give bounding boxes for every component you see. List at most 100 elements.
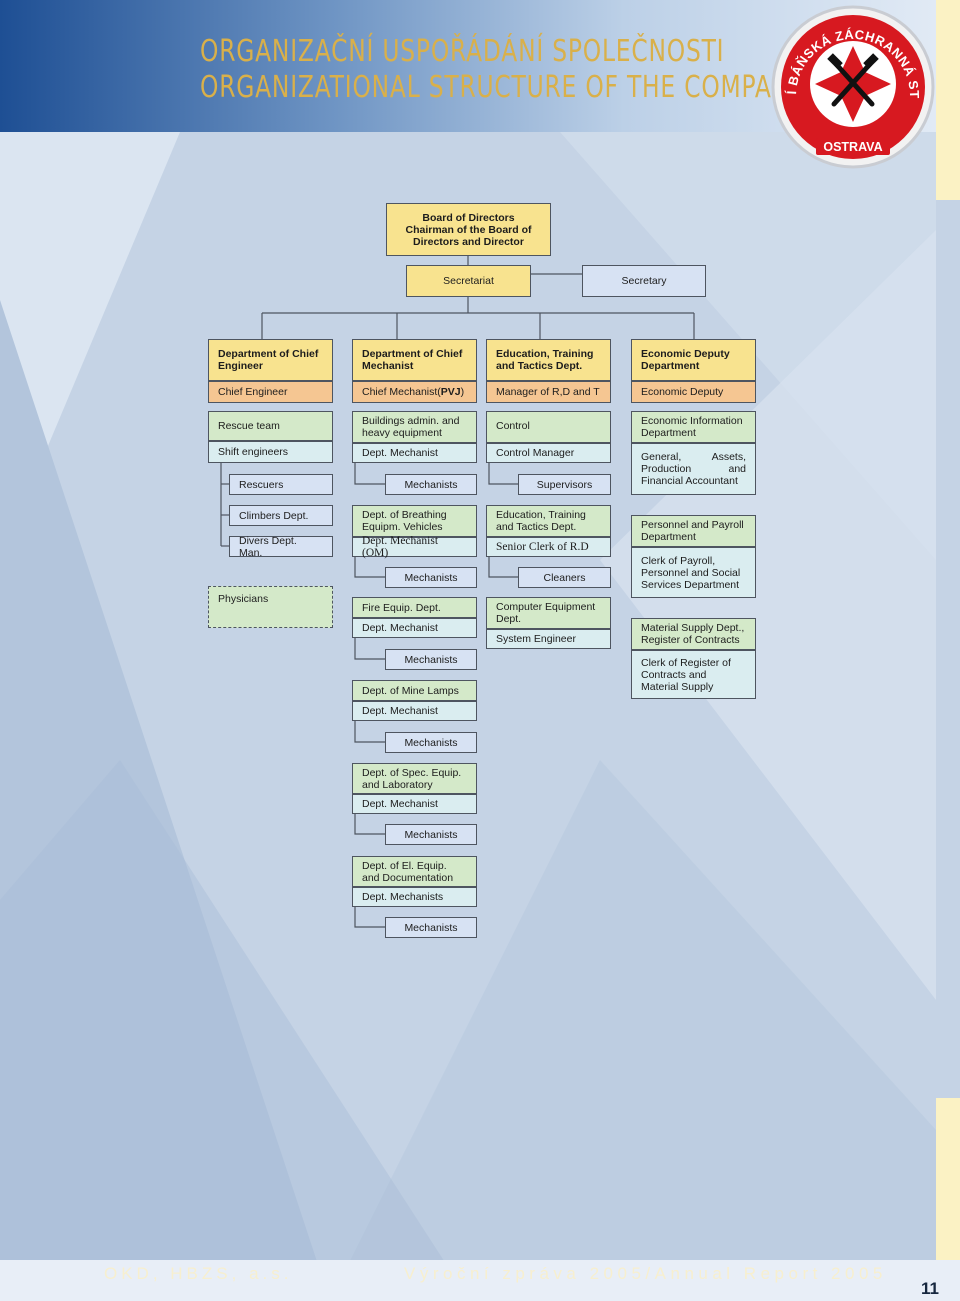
material-supply-label: Material Supply Dept., Register of Contr… (641, 622, 745, 646)
payroll-clerk-label: Clerk of Payroll, Personnel and Social S… (641, 554, 741, 591)
education-training-box: Education, Training and Tactics Dept. (486, 505, 611, 537)
payroll-clerk-box: Clerk of Payroll, Personnel and Social S… (631, 547, 756, 598)
mine-lamps-mechanists-box: Mechanists (385, 732, 477, 753)
breathing-equipment-box: Dept. of Breathing Equipm. Vehicles (352, 505, 477, 537)
control-manager-box: Control Manager (486, 443, 611, 463)
chief-mechanist-label: Chief Mechanist(PVJ) (362, 386, 464, 398)
manager-rdt-box: Manager of R,D and T (486, 381, 611, 403)
rescue-team-label: Rescue team (218, 420, 280, 432)
computer-equipment-label: Computer Equipment Dept. (496, 601, 596, 625)
secretariat-box: Secretariat (406, 265, 531, 297)
rescuers-box: Rescuers (229, 474, 333, 495)
education-department-label: Education, Training and Tactics Dept. (496, 348, 594, 372)
shift-engineers-label: Shift engineers (218, 446, 289, 458)
breathing-mechanists-label: Mechanists (404, 571, 458, 584)
economic-information-box: Economic Information Department (631, 411, 756, 443)
fire-mechanists-box: Mechanists (385, 649, 477, 670)
contracts-clerk-box: Clerk of Register of Contracts and Mater… (631, 650, 756, 699)
buildings-admin-label: Buildings admin. and heavy equipment (362, 415, 460, 439)
economic-deputy-label: Economic Deputy (641, 386, 724, 398)
control-manager-label: Control Manager (496, 447, 575, 459)
mine-lamps-mechanists-label: Mechanists (404, 736, 458, 749)
personnel-payroll-box: Personnel and Payroll Department (631, 515, 756, 547)
economic-deputy-department-label: Economic Deputy Department (641, 348, 730, 372)
page-number: 11 (921, 1279, 939, 1298)
rescue-team-box: Rescue team (208, 411, 333, 441)
el-equipment-mechanist-box: Dept. Mechanists (352, 887, 477, 907)
physicians-label: Physicians (218, 593, 269, 605)
cleaners-label: Cleaners (543, 571, 586, 584)
board-line-3: Directors and Director (413, 235, 524, 248)
secretary-box: Secretary (582, 265, 706, 297)
buildings-mechanist-label: Dept. Mechanist (362, 447, 438, 459)
el-equipment-label: Dept. of El. Equip. and Documentation (362, 859, 454, 884)
spec-equipment-box: Dept. of Spec. Equip. and Laboratory (352, 763, 477, 794)
chief-engineer-department-box: Department of Chief Engineer (208, 339, 333, 381)
senior-clerk-label: Senior Clerk of R.D (496, 541, 589, 553)
economic-information-label: Economic Information Department (641, 415, 743, 439)
contracts-clerk-label: Clerk of Register of Contracts and Mater… (641, 656, 731, 693)
manager-rdt-label: Manager of R,D and T (496, 386, 600, 398)
chief-mechanist-label-prefix: Chief Mechanist( (362, 386, 441, 398)
education-department-box: Education, Training and Tactics Dept. (486, 339, 611, 381)
buildings-mechanists-label: Mechanists (404, 478, 458, 491)
hbzs-logo: HLAVNÍ BÁŇSKÁ ZÁCHRANNÁ STANICE OSTRAVA (770, 4, 935, 169)
chief-mechanist-label-suffix: ) (460, 386, 465, 398)
economic-deputy-department-box: Economic Deputy Department (631, 339, 756, 381)
chief-engineer-department-label: Department of Chief Engineer (218, 348, 319, 372)
chief-mechanist-department-label: Department of Chief Mechanist (362, 348, 463, 372)
mine-lamps-mechanist-box: Dept. Mechanist (352, 701, 477, 721)
control-box: Control (486, 411, 611, 443)
el-equipment-mechanists-label: Mechanists (404, 921, 458, 934)
board-of-directors-box: Board of Directors Chairman of the Board… (386, 203, 551, 256)
divers-dept-label: Divers Dept. Man. (239, 534, 297, 559)
rescuers-label: Rescuers (239, 478, 284, 491)
board-line-2: Chairman of the Board of (405, 223, 532, 236)
logo-city: OSTRAVA (823, 140, 882, 154)
physicians-box: Physicians (208, 586, 333, 628)
spec-equipment-label: Dept. of Spec. Equip. and Laboratory (362, 766, 462, 791)
economic-deputy-box: Economic Deputy (631, 381, 756, 403)
personnel-payroll-label: Personnel and Payroll Department (641, 519, 744, 543)
senior-clerk-box: Senior Clerk of R.D (486, 537, 611, 557)
chief-mechanist-department-box: Department of Chief Mechanist (352, 339, 477, 381)
climbers-dept-label: Climbers Dept. (239, 509, 309, 522)
supervisors-box: Supervisors (518, 474, 611, 495)
spec-equipment-mechanists-label: Mechanists (404, 828, 458, 841)
buildings-mechanists-box: Mechanists (385, 474, 477, 495)
shift-engineers-box: Shift engineers (208, 441, 333, 463)
buildings-admin-box: Buildings admin. and heavy equipment (352, 411, 477, 443)
el-equipment-mechanist-label: Dept. Mechanists (362, 891, 444, 903)
fire-mechanists-label: Mechanists (404, 653, 458, 666)
footer-company: OKD, HBZS, a.s. (104, 1264, 293, 1283)
board-line-1: Board of Directors (422, 211, 515, 224)
spec-equipment-mechanist-box: Dept. Mechanist (352, 794, 477, 814)
chief-engineer-box: Chief Engineer (208, 381, 333, 403)
system-engineer-label: System Engineer (496, 633, 576, 645)
general-accountant-box: General, Assets, Production and Financia… (631, 443, 756, 495)
cleaners-box: Cleaners (518, 567, 611, 588)
right-stripe-top (936, 0, 960, 200)
mine-lamps-box: Dept. of Mine Lamps (352, 680, 477, 701)
title-english: ORGANIZATIONAL STRUCTURE OF THE COMPANY (200, 70, 806, 105)
control-label: Control (496, 420, 530, 432)
chief-engineer-label: Chief Engineer (218, 386, 288, 398)
fire-mechanist-label: Dept. Mechanist (362, 622, 438, 634)
spec-equipment-mechanist-label: Dept. Mechanist (362, 798, 438, 810)
general-accountant-label: General, Assets, Production and Financia… (641, 451, 746, 487)
fire-equipment-box: Fire Equip. Dept. (352, 597, 477, 618)
education-training-label: Education, Training and Tactics Dept. (496, 509, 586, 533)
footer-band (0, 1260, 960, 1301)
secretary-label: Secretary (621, 275, 667, 287)
footer-report-title: Výroční zpráva 2005/Annual Report 2005 (404, 1264, 887, 1283)
el-equipment-mechanists-box: Mechanists (385, 917, 477, 938)
material-supply-box: Material Supply Dept., Register of Contr… (631, 618, 756, 650)
breathing-mechanists-box: Mechanists (385, 567, 477, 588)
divers-dept-box: Divers Dept. Man. (229, 534, 333, 559)
el-equipment-box: Dept. of El. Equip. and Documentation (352, 856, 477, 887)
fire-mechanist-box: Dept. Mechanist (352, 618, 477, 638)
buildings-mechanist-box: Dept. Mechanist (352, 443, 477, 463)
system-engineer-box: System Engineer (486, 629, 611, 649)
